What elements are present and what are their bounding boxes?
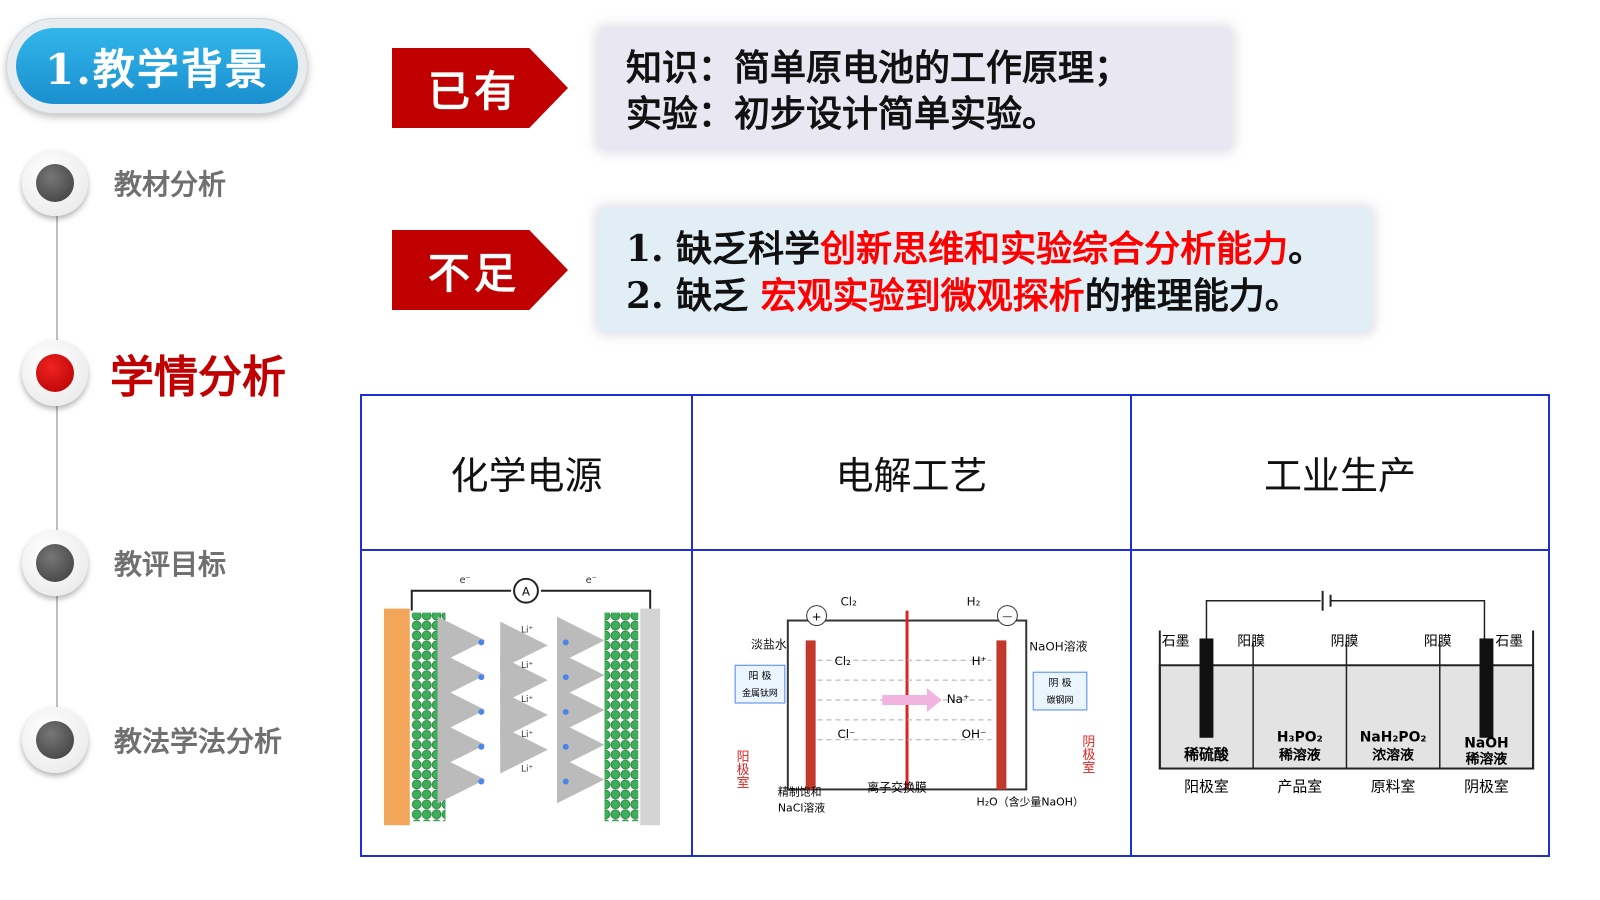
- graphite-cathode: [1479, 638, 1494, 738]
- chlor-alkali-diagram: + — Cl₂ H₂ 淡盐水 NaOH溶液 阳 极 金属钛网 阴 极 碳钢网 C…: [734, 595, 1095, 815]
- ion-label: Li⁺: [521, 625, 533, 635]
- svg-text:—: —: [1002, 612, 1012, 623]
- section-header: 1.教学背景: [6, 18, 308, 114]
- highlight-text: 宏观实验到微观探析: [760, 276, 1085, 317]
- sidebar-item-textbook-analysis[interactable]: 教材分析: [22, 150, 226, 216]
- known-experiment-line: 实验：初步设计简单实验。: [626, 94, 1059, 135]
- cathode-chamber-label: 阴极室: [1079, 735, 1094, 774]
- electron-label: e⁻: [586, 575, 597, 586]
- solution-label: 稀硫酸: [1184, 746, 1229, 764]
- membrane-label: 阴膜: [1331, 633, 1359, 649]
- brine-label: 淡盐水: [751, 637, 787, 651]
- lithium-battery-diagram: A e⁻ e⁻: [383, 575, 661, 826]
- solution-label: 稀溶液: [1279, 747, 1321, 764]
- right-electrode: [640, 608, 661, 826]
- oh-minus-label: OH⁻: [962, 727, 987, 741]
- lack-box: 1. 缺乏科学创新思维和实验综合分析能力。 2. 缺乏 宏观实验到微观探析的推理…: [598, 208, 1372, 332]
- sidebar-item-label: 学情分析: [110, 352, 286, 403]
- graphite-anode: [1199, 638, 1214, 738]
- highlight-text: 创新思维和实验综合分析能力: [820, 229, 1289, 270]
- solution-label: NaOH: [1464, 736, 1508, 752]
- membrane-label: 阳膜: [1424, 633, 1452, 649]
- sidebar-item-methods-analysis[interactable]: 教法学法分析: [22, 707, 282, 773]
- svg-text:阳 极: 阳 极: [748, 669, 771, 682]
- room-label: 原料室: [1371, 777, 1416, 795]
- na-migration-arrow: [882, 688, 942, 712]
- solution-label: 稀溶液: [1466, 751, 1508, 768]
- ion-label: Li⁺: [521, 661, 533, 671]
- na-plus-label: Na⁺: [947, 692, 970, 706]
- anode-electrode: [805, 640, 816, 790]
- left-electrode: [383, 608, 410, 826]
- ion-arrows: [437, 616, 605, 804]
- ammeter-icon: [513, 577, 539, 604]
- cl-minus-label: Cl⁻: [837, 727, 855, 741]
- table-header-chemical-power: 化学电源: [362, 396, 693, 551]
- svg-text:阴 极: 阴 极: [1049, 676, 1072, 689]
- right-particle-layer: [604, 612, 639, 822]
- four-chamber-electrolysis-diagram: 石墨 石墨 阳膜 阴膜 阳膜 稀硫酸 H₃PO₂ 稀溶液 NaH₂PO₂ 浓溶液…: [1158, 590, 1535, 795]
- graphite-label: 石墨: [1495, 633, 1523, 649]
- cl2-outlet-label: Cl₂: [840, 595, 857, 609]
- sidebar-item-student-analysis[interactable]: 学情分析: [22, 340, 286, 406]
- known-knowledge-line: 知识：简单原电池的工作原理；: [626, 48, 1131, 89]
- room-label: 阴极室: [1464, 777, 1509, 795]
- known-box: 知识：简单原电池的工作原理； 实验：初步设计简单实验。: [598, 28, 1232, 150]
- h-plus-label: H⁺: [972, 654, 987, 668]
- membrane-label: 阳膜: [1237, 633, 1265, 649]
- ion-label: Li⁺: [521, 695, 533, 705]
- nav-dot: [22, 530, 88, 596]
- svg-text:金属钛网: 金属钛网: [742, 687, 778, 699]
- graphite-label: 石墨: [1162, 633, 1190, 649]
- application-table: 化学电源 电解工艺 工业生产 A e⁻ e⁻: [360, 394, 1550, 857]
- ammeter-label: A: [522, 585, 531, 599]
- industrial-diagram-cell: 石墨 石墨 阳膜 阴膜 阳膜 稀硫酸 H₃PO₂ 稀溶液 NaH₂PO₂ 浓溶液…: [1132, 551, 1548, 855]
- room-label: 阳极室: [1184, 777, 1229, 795]
- timeline-line: [56, 190, 58, 750]
- battery-diagram-cell: A e⁻ e⁻: [362, 551, 693, 855]
- svg-text:+: +: [812, 610, 822, 624]
- cathode-electrode: [996, 640, 1007, 790]
- lack-line-2: 2. 缺乏 宏观实验到微观探析的推理能力。: [626, 275, 1301, 317]
- known-tag: 已有: [392, 48, 568, 128]
- lack-tag: 不足: [392, 230, 568, 310]
- sidebar-item-label: 教法学法分析: [114, 725, 283, 758]
- ion-label: Li⁺: [521, 730, 533, 740]
- cl2-inner-label: Cl₂: [835, 654, 852, 668]
- section-title: 1.教学背景: [16, 28, 298, 104]
- nacl-inlet-label: NaCl溶液: [778, 800, 825, 814]
- room-label: 产品室: [1277, 777, 1322, 795]
- nav-dot: [22, 707, 88, 773]
- anode-chamber-label: 阳极室: [734, 750, 749, 789]
- solution-label: H₃PO₂: [1277, 730, 1323, 746]
- sidebar-item-assessment-goals[interactable]: 教评目标: [22, 530, 226, 596]
- svg-text:碳钢网: 碳钢网: [1047, 694, 1074, 706]
- electrolysis-diagram-cell: + — Cl₂ H₂ 淡盐水 NaOH溶液 阳 极 金属钛网 阴 极 碳钢网 C…: [693, 551, 1132, 855]
- membrane-label: 离子交换膜: [867, 780, 927, 794]
- solution-label: NaH₂PO₂: [1360, 730, 1427, 746]
- ion-label: Li⁺: [521, 765, 533, 775]
- water-inlet-label: H₂O（含少量NaOH）: [977, 794, 1084, 808]
- lithium-ions: [478, 639, 569, 785]
- solution-label: 浓溶液: [1372, 747, 1414, 764]
- naoh-solution-label: NaOH溶液: [1029, 639, 1087, 653]
- nacl-inlet-label: 精制饱和: [778, 784, 822, 798]
- table-header-electrolysis: 电解工艺: [693, 396, 1132, 551]
- lack-line-1: 1. 缺乏科学创新思维和实验综合分析能力。: [626, 228, 1325, 270]
- sidebar-item-label: 教材分析: [114, 168, 227, 201]
- negative-terminal: [996, 605, 1018, 627]
- sidebar-item-label: 教评目标: [114, 548, 227, 581]
- nav-dot-active: [22, 340, 88, 406]
- positive-terminal: [806, 605, 828, 627]
- left-particle-layer: [411, 612, 446, 822]
- nav-dot: [22, 150, 88, 216]
- table-header-industry: 工业生产: [1132, 396, 1548, 551]
- electron-label: e⁻: [459, 575, 470, 586]
- h2-outlet-label: H₂: [967, 595, 981, 609]
